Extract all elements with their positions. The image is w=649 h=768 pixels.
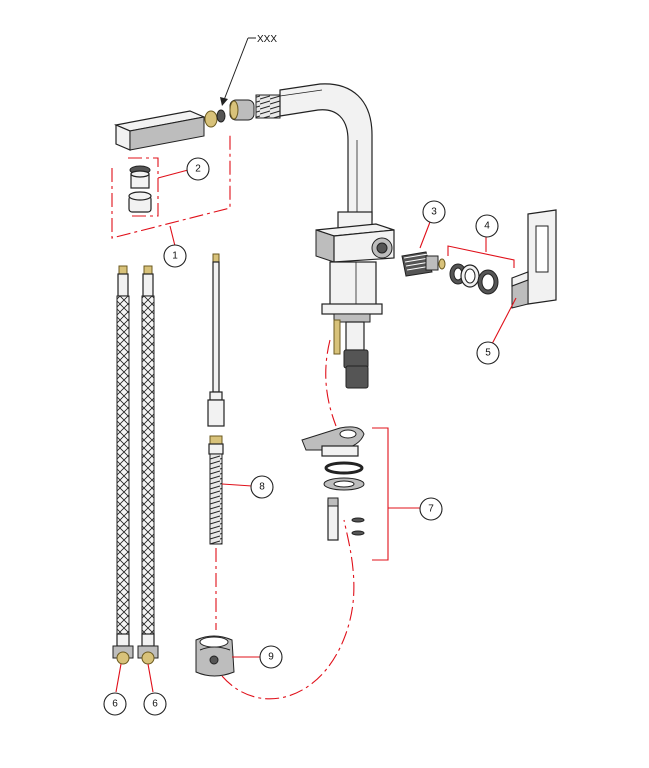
seal-set bbox=[449, 263, 499, 295]
leader-part-2 bbox=[157, 169, 189, 179]
callout-9-label: 9 bbox=[268, 652, 274, 663]
bracket-part-2 bbox=[128, 157, 159, 217]
mounting-kit bbox=[301, 426, 365, 541]
leader-part-1 bbox=[169, 225, 176, 247]
leader-part-6b bbox=[147, 663, 154, 693]
xxx-label: XXX bbox=[257, 34, 277, 45]
callout-6-left-label: 6 bbox=[112, 699, 118, 710]
callout-2: 2 bbox=[186, 157, 210, 181]
faucet-body bbox=[315, 223, 395, 389]
braided-hose-left bbox=[112, 265, 134, 665]
callout-7: 7 bbox=[419, 497, 443, 521]
xxx-leader bbox=[223, 37, 249, 101]
bracket-part-7 bbox=[372, 427, 389, 561]
callout-1: 1 bbox=[163, 244, 187, 268]
callout-5-label: 5 bbox=[485, 348, 491, 359]
callout-6-left: 6 bbox=[103, 692, 127, 716]
bracket-part-1 bbox=[111, 135, 231, 239]
rigid-supply-tube bbox=[207, 253, 225, 427]
callout-7-label: 7 bbox=[428, 504, 434, 515]
bracket-part-4 bbox=[447, 245, 515, 268]
callout-4-label: 4 bbox=[484, 221, 490, 232]
callout-8: 8 bbox=[250, 475, 274, 499]
leader-part-3 bbox=[419, 221, 431, 249]
weight-connection-leader bbox=[221, 519, 355, 700]
callout-3-label: 3 bbox=[431, 207, 437, 218]
leader-part-8 bbox=[221, 483, 253, 487]
callout-3: 3 bbox=[422, 200, 446, 224]
callout-9: 9 bbox=[259, 645, 283, 669]
cartridge bbox=[401, 251, 446, 277]
cover-plate bbox=[511, 209, 557, 309]
xxx-arrowhead bbox=[220, 97, 228, 106]
handle-cap-set bbox=[128, 165, 152, 213]
callout-2-label: 2 bbox=[195, 164, 201, 175]
braided-hose-right bbox=[137, 265, 159, 665]
callout-8-label: 8 bbox=[259, 482, 265, 493]
callout-4: 4 bbox=[475, 214, 499, 238]
spiral-hose bbox=[208, 435, 224, 545]
callout-6-right: 6 bbox=[143, 692, 167, 716]
faucet-spout bbox=[229, 83, 373, 233]
leader-part-6a bbox=[115, 663, 122, 693]
body-connection-leader bbox=[325, 339, 337, 427]
callout-1-label: 1 bbox=[172, 251, 178, 262]
leader-part-5 bbox=[491, 297, 517, 345]
callout-5: 5 bbox=[476, 341, 500, 365]
callout-6-right-label: 6 bbox=[152, 699, 158, 710]
handle-lever bbox=[113, 109, 226, 151]
hose-weight bbox=[195, 635, 235, 677]
